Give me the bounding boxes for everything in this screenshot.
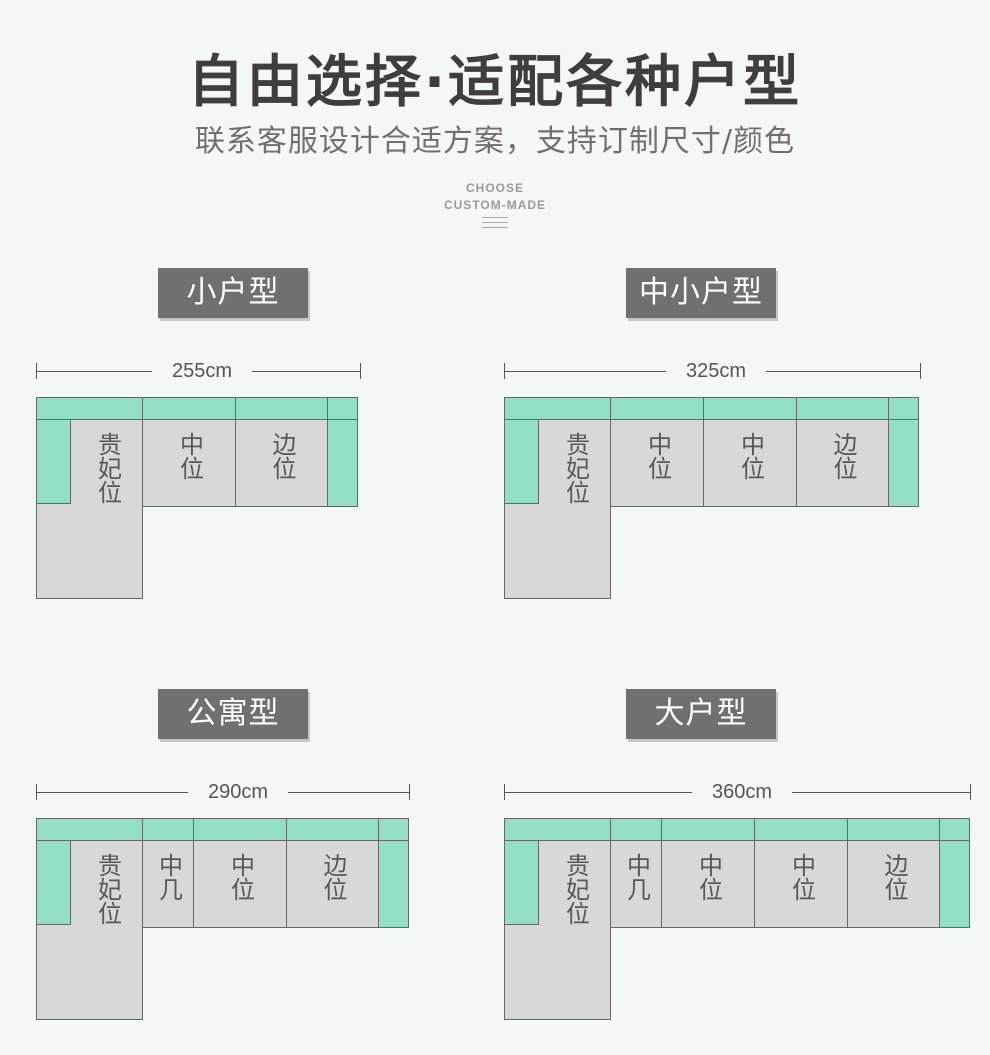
dimension-tick [36, 363, 37, 379]
seat-label: 中几 [622, 853, 651, 901]
page-title: 自由选择·适配各种户型 [187, 50, 803, 115]
back-cushion [796, 397, 889, 420]
chaise-label: 贵妃位 [561, 853, 590, 925]
back-cushion [754, 818, 848, 841]
dimension-label: 360cm [692, 780, 792, 804]
seat-cushion [142, 419, 236, 507]
seat-cushion [796, 419, 889, 507]
back-cushion [378, 818, 409, 841]
layout-label: 大户型 [626, 689, 776, 739]
back-cushion [36, 397, 143, 420]
side-arm [939, 840, 970, 928]
seat-cushion [847, 840, 940, 928]
layout-label: 小户型 [158, 268, 308, 318]
seat-cushion [610, 419, 704, 507]
side-arm [378, 840, 409, 928]
side-arm [327, 419, 358, 507]
seat-label: 中位 [736, 432, 765, 480]
dimension-label: 290cm [188, 780, 288, 804]
seat-label: 中位 [787, 853, 816, 901]
chaise-label: 贵妃位 [561, 432, 590, 504]
layout-label: 中小户型 [626, 268, 776, 318]
chaise-arm [504, 419, 539, 504]
back-cushion [610, 818, 662, 841]
back-cushion [504, 818, 611, 841]
back-cushion [142, 397, 236, 420]
back-cushion [327, 397, 358, 420]
dimension-tick [504, 784, 505, 800]
dimension-label: 325cm [666, 359, 766, 383]
dimension-tick [409, 784, 410, 800]
side-arm [888, 419, 919, 507]
seat-label: 中位 [226, 853, 255, 901]
back-cushion [610, 397, 704, 420]
decorative-lines-icon [482, 217, 508, 232]
dimension-tick [970, 784, 971, 800]
seat-label: 中几 [154, 853, 183, 901]
back-cushion [661, 818, 755, 841]
seat-label: 中位 [175, 432, 204, 480]
dimension-tick [360, 363, 361, 379]
choose-line: CHOOSE [465, 181, 524, 195]
back-cushion [235, 397, 328, 420]
seat-cushion [193, 840, 287, 928]
back-cushion [939, 818, 970, 841]
seat-label: 中位 [694, 853, 723, 901]
seat-cushion [703, 419, 797, 507]
chaise-label: 贵妃位 [93, 853, 122, 925]
dimension-tick [504, 363, 505, 379]
back-cushion [142, 818, 194, 841]
back-cushion [847, 818, 940, 841]
chaise-arm [36, 840, 71, 925]
seat-label: 边位 [268, 432, 296, 480]
back-cushion [888, 397, 919, 420]
chaise-arm [36, 419, 71, 504]
back-cushion [36, 818, 143, 841]
layout-label: 公寓型 [158, 689, 308, 739]
back-cushion [193, 818, 287, 841]
dimension-tick [36, 784, 37, 800]
seat-label: 边位 [829, 432, 857, 480]
seat-cushion [661, 840, 755, 928]
back-cushion [504, 397, 611, 420]
chaise-label: 贵妃位 [93, 432, 122, 504]
choose-custom-badge: CHOOSE CUSTOM-MADE [0, 180, 990, 214]
back-cushion [286, 818, 379, 841]
dimension-tick [920, 363, 921, 379]
seat-label: 边位 [880, 853, 908, 901]
back-cushion [703, 397, 797, 420]
seat-label: 边位 [319, 853, 347, 901]
page-subtitle: 联系客服设计合适方案，支持订制尺寸/颜色 [194, 124, 796, 159]
seat-label: 中位 [643, 432, 672, 480]
dimension-label: 255cm [152, 359, 252, 383]
seat-cushion [754, 840, 848, 928]
chaise-arm [504, 840, 539, 925]
custom-made-line: CUSTOM-MADE [443, 198, 547, 212]
seat-cushion [610, 840, 662, 928]
